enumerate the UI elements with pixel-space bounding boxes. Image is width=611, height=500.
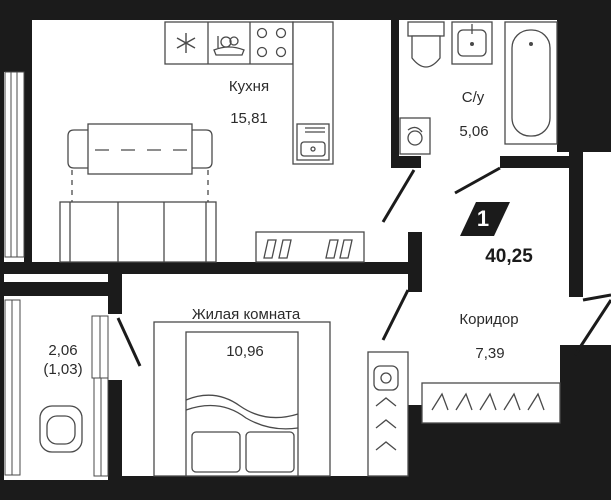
bathtub-icon [504,21,558,145]
living-room-area: 10,96 [226,343,264,360]
kitchen-furniture [59,21,365,263]
toilet-icon [407,21,445,68]
kitchen-sink-icon [296,123,330,161]
windows [4,71,109,477]
living-furniture [39,321,331,477]
balcony-area-reduced: (1,03) [43,361,82,378]
wardrobe-side [367,351,409,477]
corridor-furniture [367,351,561,477]
wardrobe-bottom [421,382,561,424]
apartment-total-area: 40,25 [485,246,533,267]
apartment-room-count: 1 [477,206,489,231]
bathroom-fixtures [399,21,558,155]
bathroom-name: С/у [462,89,485,106]
snowflake-icon [176,33,196,53]
apartment-badge: 1 40,25 [460,202,533,267]
bathroom-area: 5,06 [459,123,488,140]
washing-machine-icon [399,117,431,155]
kitchen-name: Кухня [229,78,269,95]
bathroom-sink-icon [451,21,493,65]
armchair-icon [39,405,83,453]
corridor-name: Коридор [459,311,518,328]
bed [185,331,299,477]
stove-icon [256,27,287,58]
room-labels: Кухня 15,81 С/у 5,06 Жилая комната 10,96… [43,78,518,378]
kitchen-area: 15,81 [230,110,268,127]
corridor-area: 7,39 [475,345,504,362]
balcony-area: 2,06 [48,342,77,359]
radiator [255,231,365,263]
dining-table [67,123,213,175]
dishwasher-icon [213,36,245,56]
living-room-name: Жилая комната [192,306,301,323]
doors [116,166,611,367]
sofa [59,201,217,263]
